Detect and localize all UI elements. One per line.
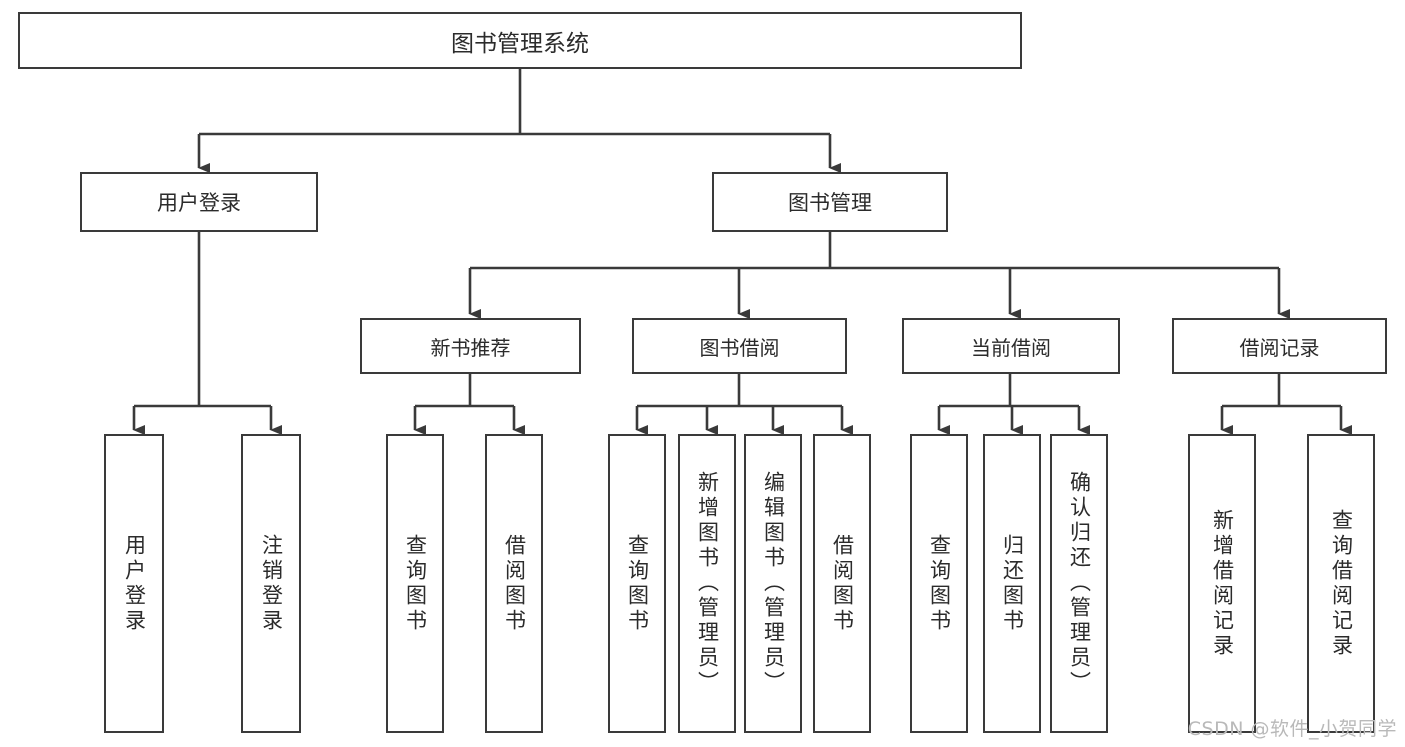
node-root[interactable]: 图书管理系统 (18, 12, 1022, 69)
node-book-borrow-label: 图书借阅 (699, 335, 780, 360)
node-user-login-label: 用户登录 (157, 191, 241, 215)
node-new-book-recommend[interactable]: 新书推荐 (360, 318, 581, 374)
node-borrow-records-label: 借阅记录 (1239, 335, 1320, 360)
leaf-login-logout-label: 注销登录 (259, 533, 284, 634)
leaf-current-query-book-label: 查询图书 (927, 533, 952, 634)
leaf-current-return-book[interactable]: 归还图书 (983, 434, 1041, 733)
leaf-current-confirm-return-admin[interactable]: 确认归还（管理员） (1050, 434, 1108, 733)
leaf-login-user-login[interactable]: 用户登录 (104, 434, 164, 733)
leaf-current-query-book[interactable]: 查询图书 (910, 434, 968, 733)
leaf-borrow-query-book[interactable]: 查询图书 (608, 434, 666, 733)
leaf-records-add-record-label: 新增借阅记录 (1210, 508, 1235, 659)
node-book-management-label: 图书管理 (788, 191, 872, 215)
leaf-borrow-add-book-admin-label: 新增图书（管理员） (695, 471, 720, 696)
node-borrow-records[interactable]: 借阅记录 (1172, 318, 1387, 374)
leaf-current-confirm-return-admin-label: 确认归还（管理员） (1067, 471, 1092, 696)
leaf-newbook-borrow-book-label: 借阅图书 (502, 533, 527, 634)
leaf-current-return-book-label: 归还图书 (1000, 533, 1025, 634)
leaf-records-query-record[interactable]: 查询借阅记录 (1307, 434, 1375, 733)
leaf-borrow-query-book-label: 查询图书 (625, 533, 650, 634)
leaf-borrow-edit-book-admin[interactable]: 编辑图书（管理员） (744, 434, 802, 733)
leaf-borrow-borrow-book-label: 借阅图书 (830, 533, 855, 634)
node-user-login[interactable]: 用户登录 (80, 172, 318, 232)
leaf-newbook-query-book-label: 查询图书 (403, 533, 428, 634)
leaf-login-logout[interactable]: 注销登录 (241, 434, 301, 733)
node-root-label: 图书管理系统 (451, 30, 589, 57)
leaf-borrow-edit-book-admin-label: 编辑图书（管理员） (761, 471, 786, 696)
node-book-management[interactable]: 图书管理 (712, 172, 948, 232)
leaf-borrow-borrow-book[interactable]: 借阅图书 (813, 434, 871, 733)
watermark: CSDN @软件_小贺同学 (1187, 718, 1397, 740)
leaf-borrow-add-book-admin[interactable]: 新增图书（管理员） (678, 434, 736, 733)
leaf-newbook-borrow-book[interactable]: 借阅图书 (485, 434, 543, 733)
leaf-newbook-query-book[interactable]: 查询图书 (386, 434, 444, 733)
leaf-login-user-login-label: 用户登录 (122, 533, 147, 634)
leaf-records-add-record[interactable]: 新增借阅记录 (1188, 434, 1256, 733)
node-new-book-recommend-label: 新书推荐 (430, 335, 511, 360)
node-current-borrow-label: 当前借阅 (971, 335, 1051, 360)
leaf-records-query-record-label: 查询借阅记录 (1329, 508, 1354, 659)
node-book-borrow[interactable]: 图书借阅 (632, 318, 847, 374)
node-current-borrow[interactable]: 当前借阅 (902, 318, 1120, 374)
